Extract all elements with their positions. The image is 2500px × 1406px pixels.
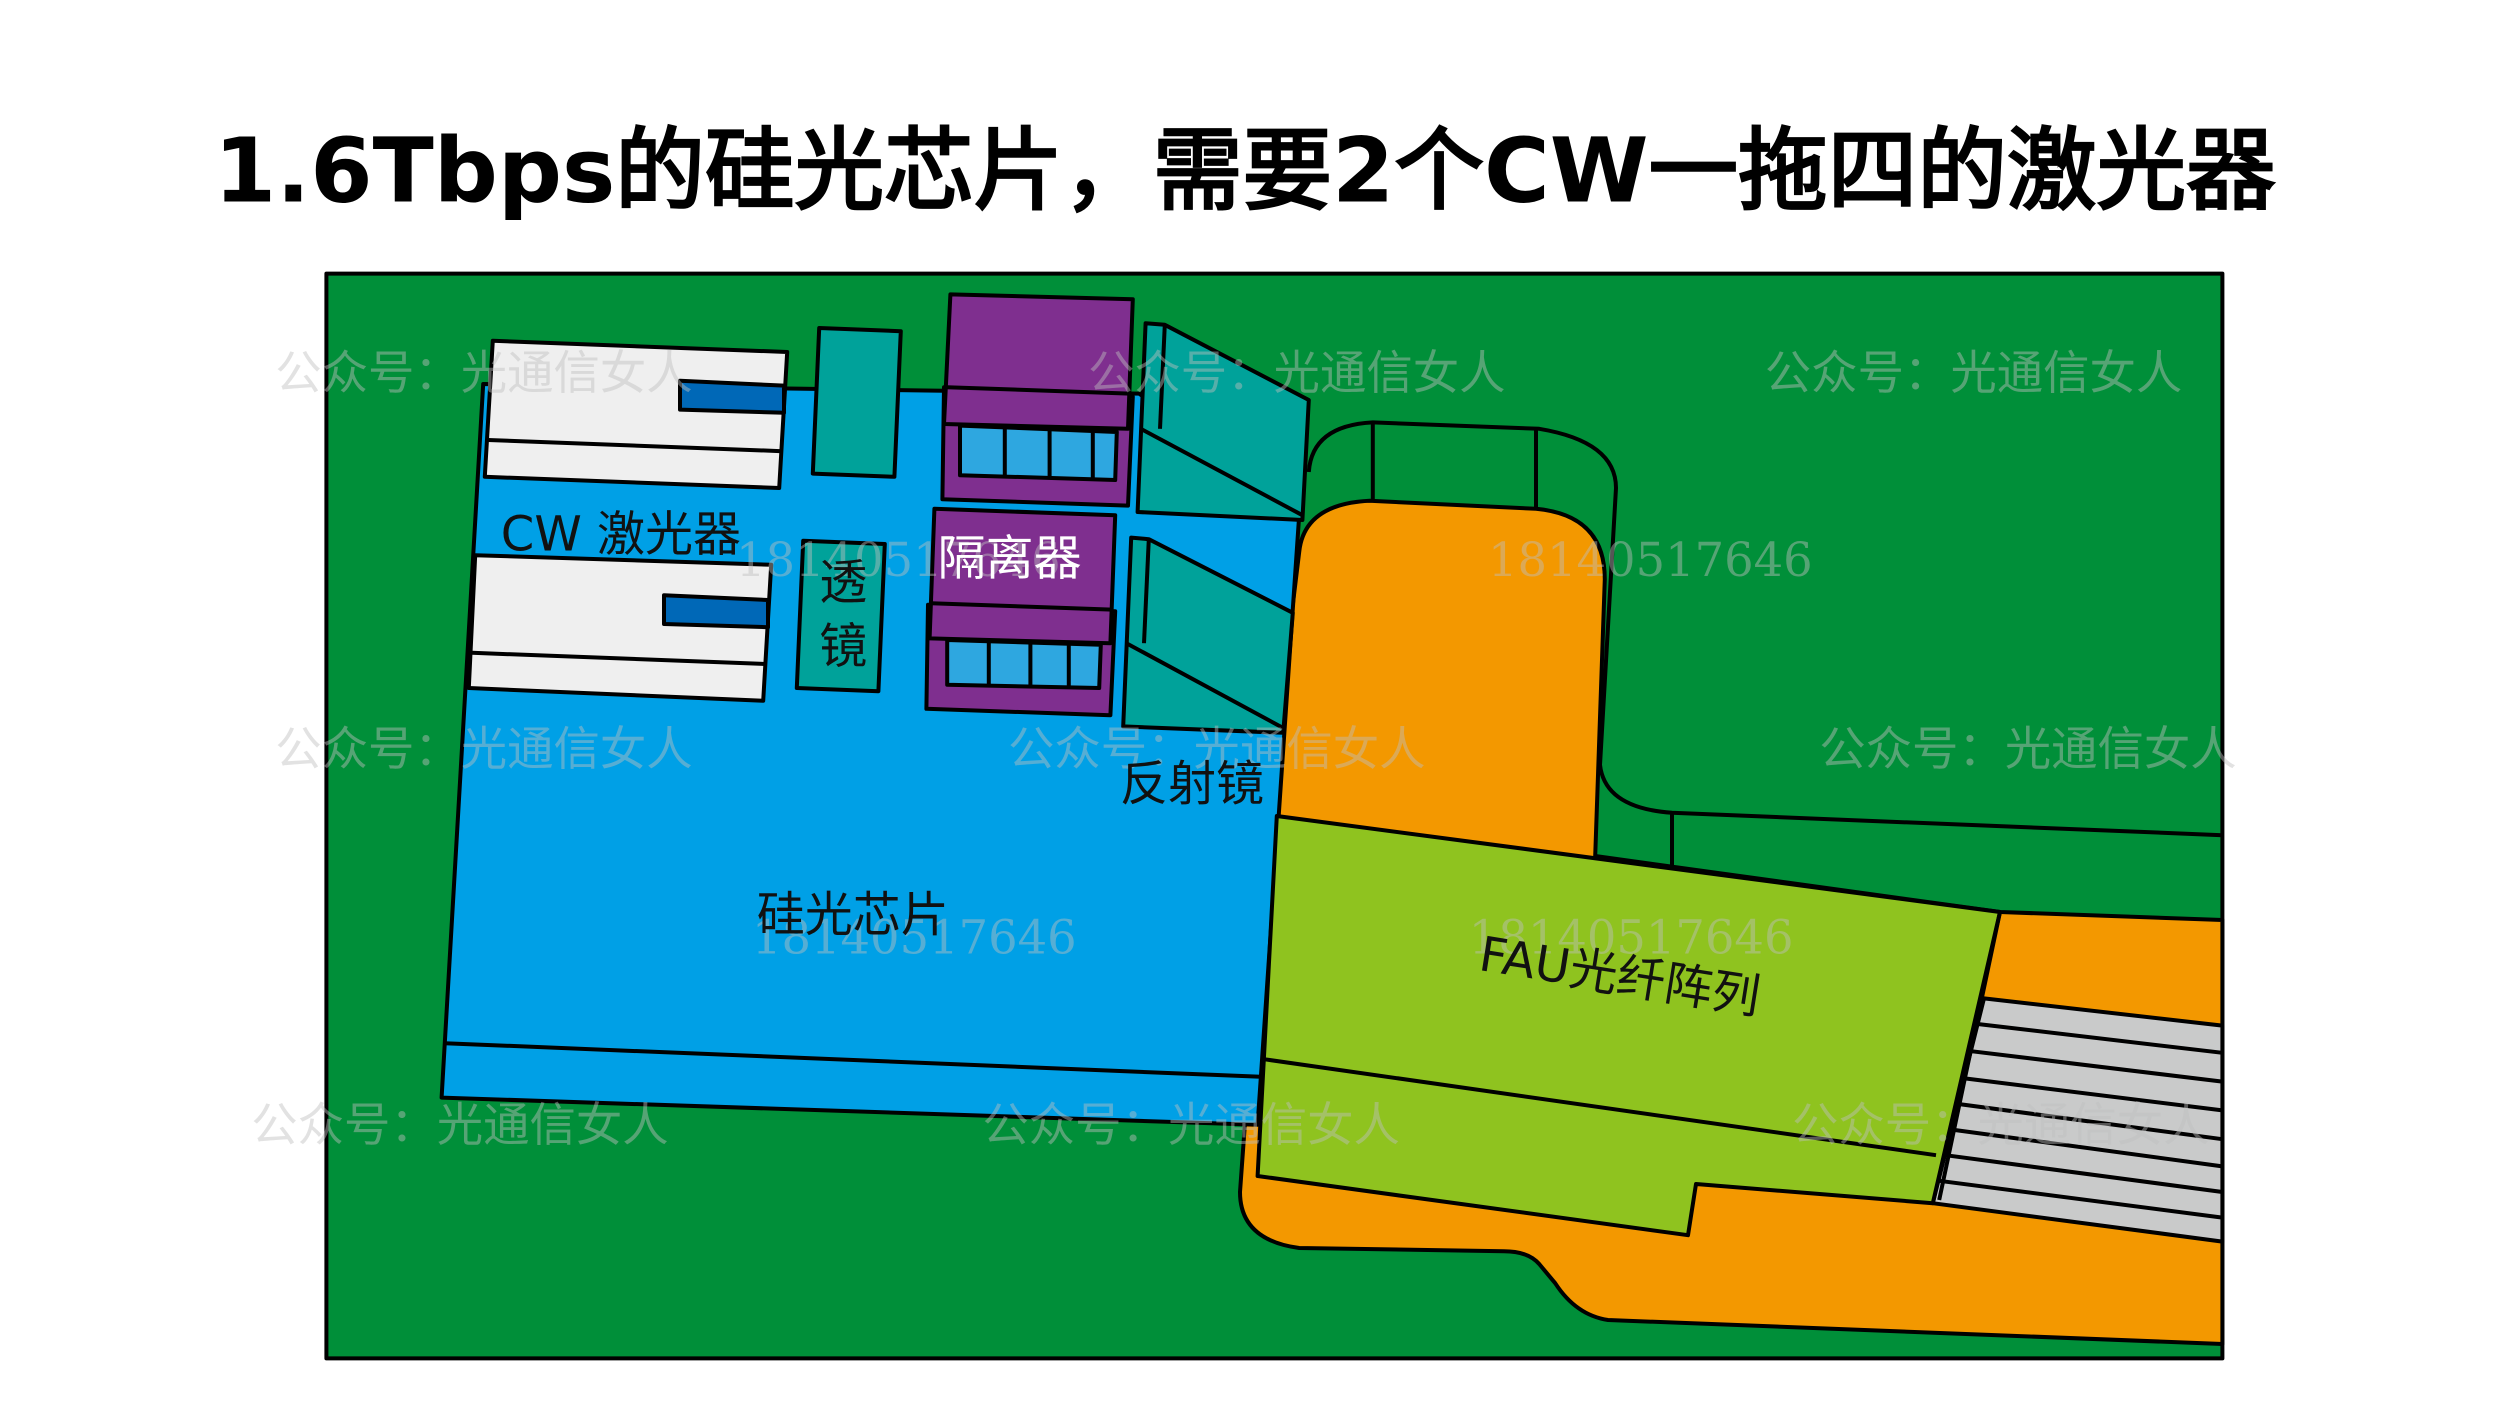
svg-text:公众号：光通信女人: 公众号：光通信女人	[1792, 1098, 2210, 1152]
svg-text:公众号：光通信女人: 公众号：光通信女人	[1008, 722, 1426, 776]
isolator-1	[940, 292, 1135, 508]
svg-text:公众号：光通信女人: 公众号：光通信女人	[275, 722, 693, 776]
mirror-2	[1121, 535, 1295, 735]
svg-text:18140517646: 18140517646	[736, 533, 1061, 587]
laser-emitter-2	[662, 593, 770, 630]
laser-emitter-1	[678, 378, 786, 415]
svg-text:公众号：光通信女人: 公众号：光通信女人	[1088, 346, 1506, 400]
label-mirror: 反射镜	[1120, 756, 1264, 812]
svg-text:18140517646: 18140517646	[1469, 911, 1794, 965]
label-lens: 透	[819, 554, 867, 610]
svg-text:18140517646: 18140517646	[752, 911, 1077, 965]
watermarks: 公众号：光通信女人 公众号：光通信女人 公众号：光通信女人 公众号：光通信女人 …	[251, 346, 2237, 1152]
mirror-1	[1135, 321, 1311, 522]
svg-text:公众号：光通信女人: 公众号：光通信女人	[251, 1098, 669, 1152]
fiber-lines	[1938, 1022, 2223, 1220]
page-title: 1.6Tbps的硅光芯片，需要2个CW一拖四的激光器	[214, 120, 2277, 224]
lens-1	[810, 326, 903, 479]
svg-text:公众号：光通信女人: 公众号：光通信女人	[982, 1098, 1400, 1152]
svg-text:18140517646: 18140517646	[1488, 533, 1813, 587]
label-lens-2: 镜	[819, 618, 867, 674]
board-channel	[1306, 420, 2223, 838]
cw-laser-2	[466, 553, 774, 703]
svg-text:公众号：光通信女人: 公众号：光通信女人	[1765, 346, 2183, 400]
cw-laser-1	[482, 338, 790, 490]
fau-edge-line	[1937, 911, 2002, 1201]
svg-text:公众号：光通信女人: 公众号：光通信女人	[275, 346, 693, 400]
isolator-2	[924, 506, 1118, 718]
label-chip: 硅光芯片	[757, 887, 949, 943]
fau-edge-line	[1263, 1057, 1937, 1158]
lens-2	[794, 538, 887, 694]
svg-text:公众号：光通信女人: 公众号：光通信女人	[1819, 722, 2237, 776]
chip-edge-line	[444, 1041, 1261, 1079]
label-isolator: 隔离器	[938, 530, 1082, 586]
label-cw-laser: CW 激光器	[501, 506, 741, 562]
